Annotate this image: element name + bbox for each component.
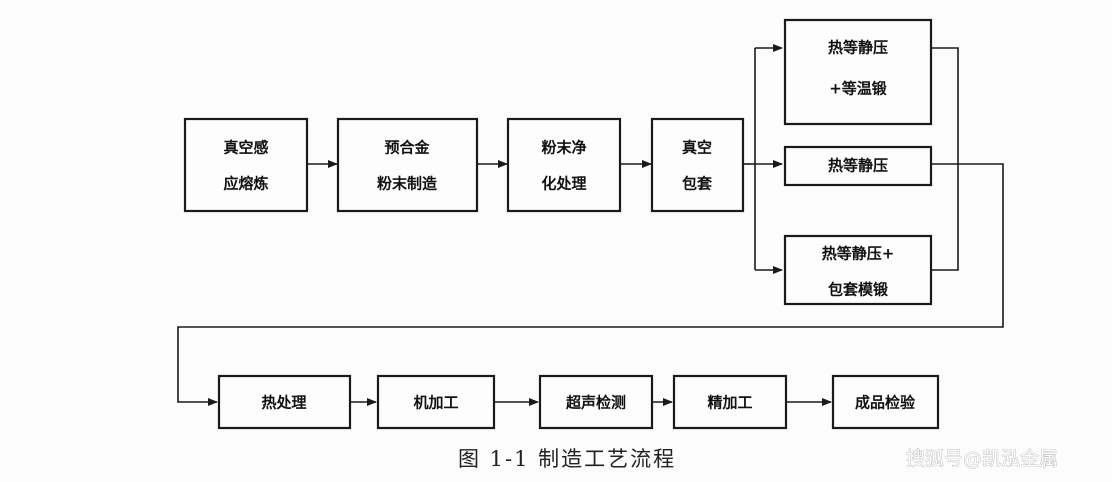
- box-label-line1: 真空: [682, 139, 712, 157]
- merge-right-bracket: [931, 47, 959, 271]
- figure-caption: 图 1-1 制造工艺流程: [458, 447, 676, 471]
- box-label-line2: 包套: [682, 175, 713, 193]
- box-vacuum-induction-melting: 真空感 应熔炼: [183, 117, 309, 213]
- box-hip-isothermal-forging: 热等静压 +等温锻: [783, 18, 933, 126]
- box-label: 机加工: [413, 394, 458, 412]
- box-label-line1: 热等静压: [828, 39, 888, 57]
- box-ultrasonic-testing: 超声检测: [538, 374, 654, 430]
- box-machining: 机加工: [376, 374, 496, 430]
- box-label-line2: 应熔炼: [223, 175, 268, 193]
- box-label: 热等静压: [828, 157, 888, 175]
- return-line-to-heat-treatment: [177, 163, 1004, 406]
- box-label-line1: 热等静压+: [822, 245, 895, 263]
- connectors: [177, 44, 1004, 406]
- box-label-line1: 真空感: [223, 139, 268, 157]
- box-label-line2: 化处理: [541, 175, 586, 193]
- box-product-inspection: 成品检验: [831, 374, 940, 430]
- box-label-line1: 预合金: [384, 139, 430, 157]
- box-label-line1: 粉末净: [541, 139, 586, 157]
- box-hip-canned-forging: 热等静压+ 包套模锻: [783, 234, 933, 306]
- box-vacuum-canning: 真空 包套: [650, 117, 745, 213]
- box-prealloy-powder-making: 预合金 粉末制造: [336, 117, 479, 213]
- box-label: 精加工: [707, 394, 752, 412]
- box-label-line2: 包套模锻: [828, 281, 888, 299]
- watermark: 搜狐号@凯泓金属: [906, 448, 1058, 470]
- box-powder-purification: 粉末净 化处理: [506, 117, 622, 213]
- box-label-line2: +等温锻: [829, 80, 887, 98]
- box-label: 热处理: [261, 394, 306, 412]
- box-heat-treatment: 热处理: [217, 374, 352, 430]
- box-hip: 热等静压: [783, 145, 933, 187]
- box-label: 成品检验: [855, 394, 916, 412]
- box-label: 超声检测: [565, 394, 626, 412]
- box-finish-machining: 精加工: [672, 374, 788, 430]
- box-label-line2: 粉末制造: [377, 175, 437, 193]
